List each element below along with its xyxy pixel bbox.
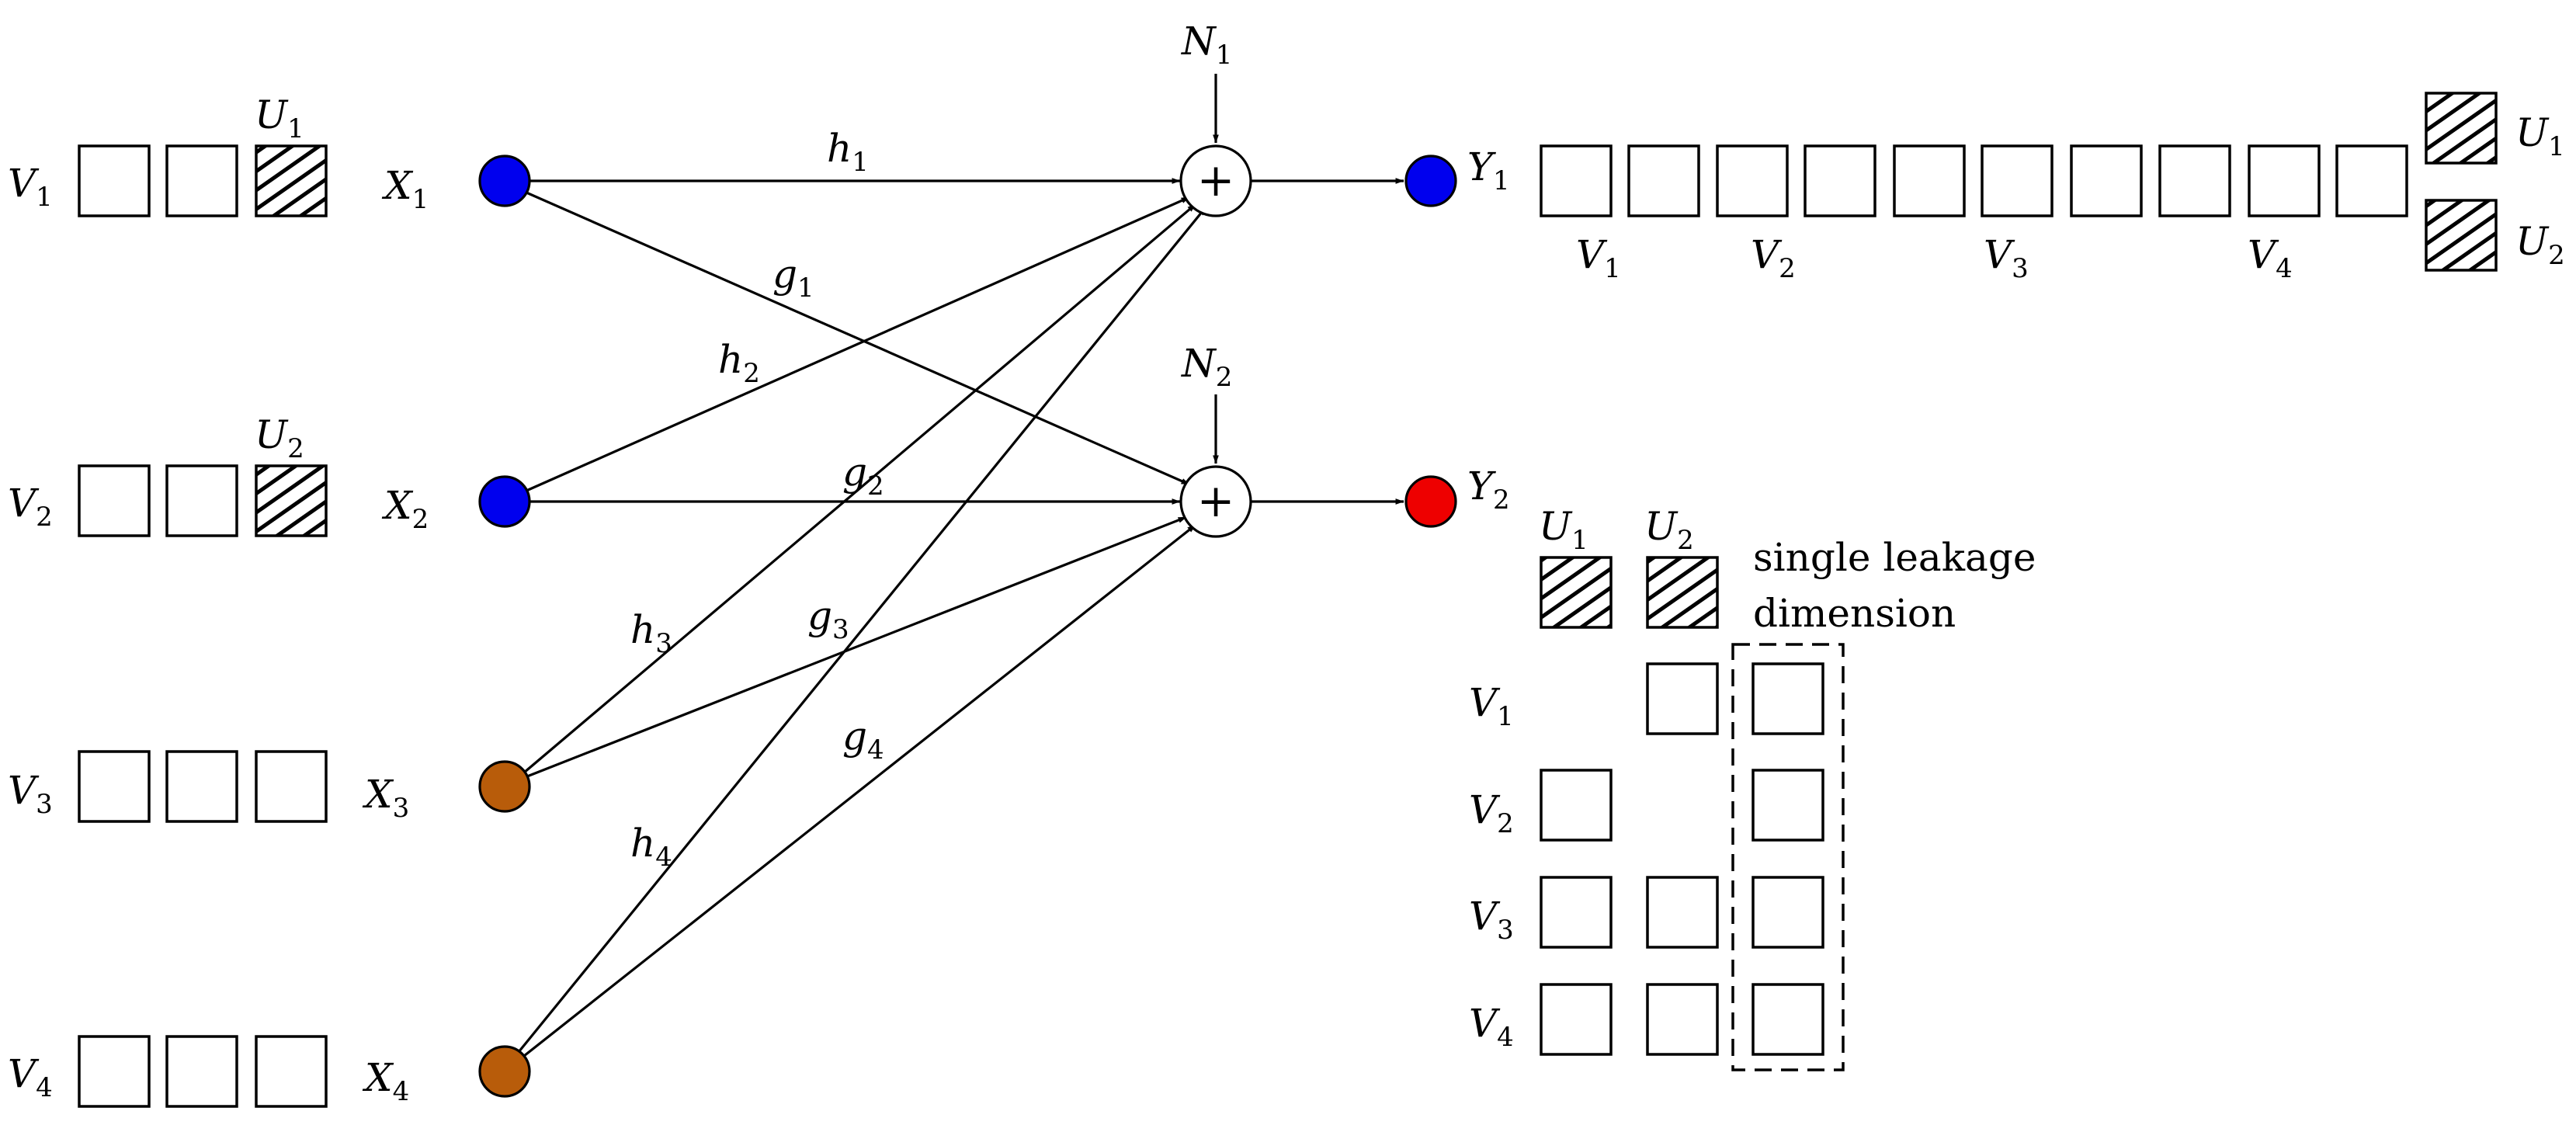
u1-label: U1 bbox=[255, 92, 304, 144]
x3-label: X3 bbox=[362, 772, 409, 824]
y2-u2-hatched-block bbox=[1646, 556, 1719, 629]
annotation-line-1: single leakage bbox=[1753, 535, 2036, 580]
y2-u1-hatched-block bbox=[1540, 556, 1613, 629]
channel-edges: h1 g1 h2 g2 h3 g3 g4 h4 bbox=[517, 126, 1207, 1057]
gain-h2-label: h2 bbox=[718, 337, 760, 389]
y1-label: Y1 bbox=[1467, 144, 1510, 196]
y1-block bbox=[2070, 144, 2143, 217]
y2-u2-col-header: U2 bbox=[1644, 504, 1694, 556]
x2-node bbox=[478, 475, 531, 528]
y1-u2-label: U2 bbox=[2515, 219, 2565, 271]
y2-v2-row-label: V2 bbox=[1469, 787, 1514, 839]
y1-block bbox=[1627, 144, 1700, 217]
transmitter-row-2: V2 U2 X2 bbox=[8, 412, 531, 537]
transmitter-row-3: V3 X3 bbox=[8, 750, 531, 824]
y2-matrix-cell bbox=[1540, 876, 1613, 949]
edge-g3 bbox=[526, 516, 1187, 778]
v4-block-1 bbox=[78, 1035, 151, 1108]
y1-block bbox=[1716, 144, 1789, 217]
gain-g3-label: g3 bbox=[807, 593, 849, 645]
y2-v1-row-label: V1 bbox=[1469, 680, 1514, 732]
gain-g2-label: g2 bbox=[842, 450, 884, 502]
v4-block-2 bbox=[165, 1035, 238, 1108]
annotation-line-2: dimension bbox=[1753, 591, 1956, 636]
y1-v3-label: V3 bbox=[1984, 232, 2029, 284]
y1-block bbox=[1893, 144, 1966, 217]
noise-n1-label: N1 bbox=[1181, 19, 1232, 71]
receiver-2: N2 + Y2 U1 U2 single leakage dimension V… bbox=[1179, 341, 2036, 1071]
v1-block-1 bbox=[78, 144, 151, 217]
y2-leakage-cell bbox=[1751, 876, 1824, 949]
v2-block-2 bbox=[165, 464, 238, 537]
x4-label: X4 bbox=[362, 1055, 409, 1107]
noise-n2-label: N2 bbox=[1181, 341, 1232, 393]
y1-block bbox=[2335, 144, 2408, 217]
y2-v4-row-label: V4 bbox=[1469, 1001, 1514, 1053]
adder-1-plus-icon: + bbox=[1197, 154, 1235, 207]
y2-matrix-cell bbox=[1646, 983, 1719, 1056]
y1-block bbox=[2248, 144, 2321, 217]
v2-block-1 bbox=[78, 464, 151, 537]
v3-block-3 bbox=[255, 750, 328, 823]
y2-v3-row-label: V3 bbox=[1469, 894, 1514, 946]
v1-block-2 bbox=[165, 144, 238, 217]
gain-h4-label: h4 bbox=[630, 821, 672, 873]
edge-g4 bbox=[523, 523, 1196, 1057]
y2-matrix-cell bbox=[1540, 769, 1613, 842]
adder-2-plus-icon: + bbox=[1197, 474, 1235, 527]
u2-label: U2 bbox=[255, 412, 304, 464]
y2-leakage-cell bbox=[1751, 983, 1824, 1056]
y1-u1-label: U1 bbox=[2515, 110, 2565, 162]
x2-label: X2 bbox=[381, 483, 429, 535]
gain-h3-label: h3 bbox=[630, 607, 672, 659]
transmitter-row-4: V4 X4 bbox=[8, 1035, 531, 1108]
y1-v1-label: V1 bbox=[1576, 232, 1621, 284]
y2-leakage-cell bbox=[1751, 769, 1824, 842]
gain-g1-label: g1 bbox=[772, 252, 814, 304]
v3-block-2 bbox=[165, 750, 238, 823]
y1-v4-label: V4 bbox=[2248, 232, 2293, 284]
y1-block bbox=[2158, 144, 2231, 217]
y1-block bbox=[1804, 144, 1876, 217]
v1-label: V1 bbox=[8, 161, 53, 213]
y1-u2-hatched-block bbox=[2425, 199, 2498, 272]
v4-label: V4 bbox=[8, 1051, 53, 1103]
x1-node bbox=[478, 155, 531, 207]
v2-label: V2 bbox=[8, 481, 53, 533]
x3-node bbox=[478, 760, 531, 813]
gain-g4-label: g4 bbox=[842, 714, 884, 766]
y2-matrix-cell bbox=[1540, 983, 1613, 1056]
y1-block bbox=[1981, 144, 2054, 217]
edge-h2 bbox=[526, 196, 1190, 492]
y2-matrix-cell bbox=[1646, 662, 1719, 735]
u2-hatched-block bbox=[255, 464, 328, 537]
v3-block-1 bbox=[78, 750, 151, 823]
v3-label: V3 bbox=[8, 768, 53, 820]
y2-leakage-cell bbox=[1751, 662, 1824, 735]
y1-u1-hatched-block bbox=[2425, 92, 2498, 165]
x4-node bbox=[478, 1045, 531, 1098]
y2-node bbox=[1404, 475, 1457, 528]
y2-label: Y2 bbox=[1467, 464, 1510, 516]
y1-node bbox=[1404, 155, 1457, 207]
y1-signal-vector bbox=[1540, 144, 2408, 217]
receiver-1: N1 + Y1 V1 V2 V3 V4 U1 U2 bbox=[1179, 19, 2565, 284]
leakage-dimension-dashed-box bbox=[1731, 643, 1845, 1071]
y2-u1-col-header: U1 bbox=[1539, 504, 1588, 556]
y2-matrix-cell bbox=[1646, 876, 1719, 949]
y1-v2-label: V2 bbox=[1751, 232, 1796, 284]
edge-h3 bbox=[522, 203, 1197, 774]
u1-hatched-block bbox=[255, 144, 328, 217]
edge-g1 bbox=[526, 191, 1190, 486]
v4-block-3 bbox=[255, 1035, 328, 1108]
edge-h4 bbox=[517, 206, 1207, 1054]
gain-h1-label: h1 bbox=[827, 126, 869, 178]
transmitter-row-1: V1 U1 X1 bbox=[8, 92, 531, 217]
y1-block bbox=[1540, 144, 1613, 217]
x1-label: X1 bbox=[381, 163, 429, 215]
